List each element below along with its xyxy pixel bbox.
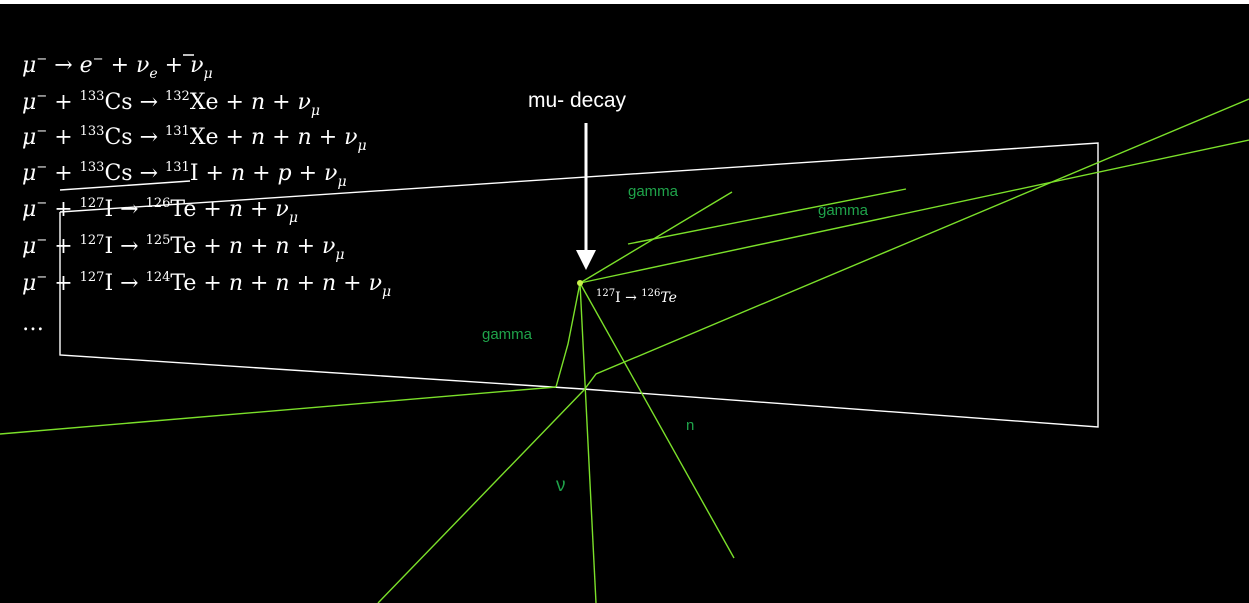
reaction-list: μ− → e− + νe + νμ μ− + 133Cs → 132Xe + n… (22, 52, 391, 336)
neutrino-track-1 (579, 282, 597, 603)
particle-tracks (0, 98, 1249, 603)
detector-box-far-face (59, 142, 1099, 428)
vertex-reaction-label: 127I → 126Te (596, 288, 677, 306)
gamma-right-track (579, 139, 1249, 284)
neutrino-track-2 (377, 389, 585, 603)
gamma-long-track (583, 98, 1249, 391)
mu-decay-label: mu- decay (528, 89, 627, 112)
neutrino-label: ν (556, 475, 566, 496)
reaction-cs-to-i131: μ− + 133Cs → 131I + n + p + νμ (22, 160, 347, 190)
detector-outline (59, 142, 1099, 428)
gamma-top-branch (627, 188, 907, 245)
gamma-right-label: gamma (818, 202, 869, 219)
gamma-top-track (579, 191, 733, 284)
reaction-i-to-te126: μ− + 127I → 126Te + n + νμ (22, 196, 298, 226)
reaction-i-to-te124: μ− + 127I → 124Te + n + n + n + νμ (22, 270, 391, 300)
reaction-muon-decay: μ− → e− + νe + νμ (22, 52, 213, 82)
reaction-cs-to-xe131: μ− + 133Cs → 131Xe + n + n + νμ (22, 124, 367, 154)
neutron-track (579, 282, 735, 559)
reaction-i-to-te125: μ− + 127I → 125Te + n + n + νμ (22, 233, 345, 263)
neutron-label: n (686, 417, 694, 434)
display-background (0, 4, 1249, 603)
gamma-left-label: gamma (482, 326, 533, 343)
detector-box-near-face (59, 180, 191, 191)
gamma-top-label: gamma (628, 183, 679, 200)
reaction-cs-to-xe132: μ− + 133Cs → 132Xe + n + νμ (22, 89, 320, 119)
mu-decay-arrow (576, 123, 596, 270)
reaction-list-ellipsis: … (22, 311, 44, 336)
gamma-left-track (555, 282, 581, 388)
decay-vertex (577, 280, 583, 286)
muon-incoming-track (0, 386, 557, 435)
